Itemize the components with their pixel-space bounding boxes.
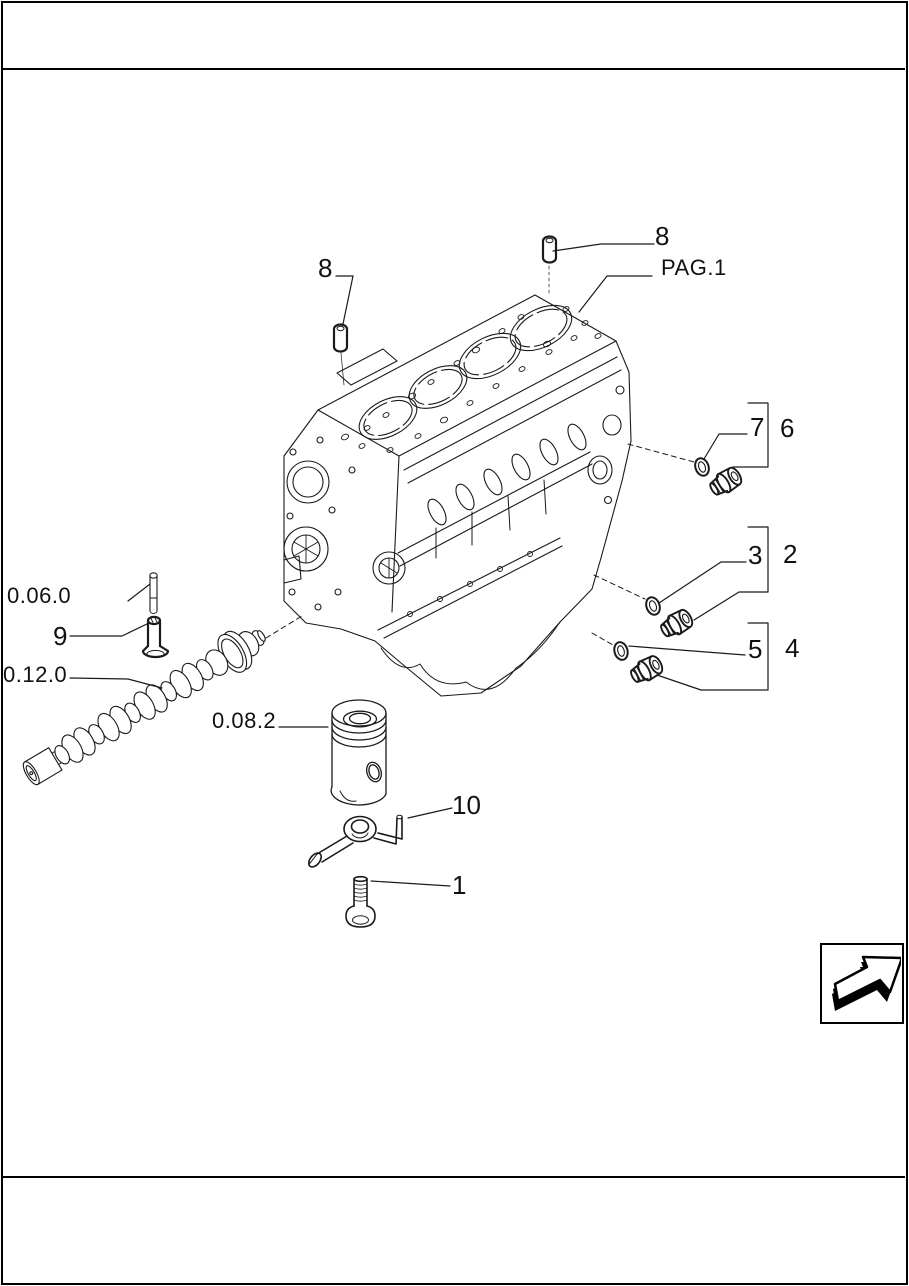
leader-lines (69, 243, 769, 887)
leader-8-left (335, 275, 354, 325)
callout-3: 3 (748, 540, 763, 570)
pushrod-drawing (149, 572, 158, 614)
oring-3 (645, 596, 661, 616)
water-jacket-openings (427, 423, 587, 526)
callout-1: 1 (452, 870, 467, 900)
plug-6 (709, 466, 743, 496)
dowel-pin-left (332, 323, 349, 353)
leader-pag1 (578, 275, 653, 313)
leader-5 (628, 645, 746, 656)
oring-7 (694, 457, 710, 477)
next-page-arrow-icon (832, 955, 901, 1011)
bolt-drawing (345, 875, 376, 928)
leader-7 (703, 433, 748, 460)
callout-pag1: PAG.1 (661, 255, 727, 280)
dowel-pin-top (541, 235, 558, 264)
leader-0120 (69, 677, 163, 689)
cylinder-bores (358, 304, 573, 440)
ref-label-0082: 0.08.2 (212, 708, 277, 733)
pan-rail-holes (407, 551, 533, 617)
plug-2 (660, 608, 694, 638)
callout-8-left: 8 (318, 253, 333, 283)
leader-10 (407, 807, 453, 819)
oring-5 (613, 641, 629, 661)
deck-pad (336, 348, 398, 386)
deck-holes (340, 306, 602, 453)
callout-7: 7 (750, 412, 765, 442)
next-page-button[interactable] (820, 943, 904, 1024)
engine-block-drawing (283, 294, 632, 697)
callout-4: 4 (785, 633, 800, 663)
bracket-3-2 (693, 526, 769, 621)
leader-1 (370, 880, 451, 887)
ref-label-0120: 0.12.0 (3, 662, 68, 687)
callout-9: 9 (53, 621, 68, 651)
leader-3 (658, 561, 747, 604)
header-divider (2, 68, 905, 70)
plug-4 (630, 655, 664, 683)
ref-label-0060: 0.06.0 (7, 583, 72, 608)
leader-9 (69, 622, 150, 637)
leader-0060 (127, 583, 151, 602)
camshaft-drawing (22, 630, 266, 786)
oil-jet-drawing (307, 814, 403, 868)
front-face-details (283, 436, 406, 611)
footer-divider (2, 1176, 905, 1178)
callout-6: 6 (780, 413, 795, 443)
tappet-drawing (141, 615, 170, 659)
leader-8-top (552, 243, 655, 252)
bracket-7-6 (732, 402, 769, 468)
callout-8-top: 8 (655, 221, 670, 251)
callout-10: 10 (452, 790, 481, 820)
bracket-5-4 (656, 622, 769, 691)
piston-drawing (330, 699, 387, 806)
callout-5: 5 (748, 634, 763, 664)
callout-2: 2 (783, 539, 798, 569)
